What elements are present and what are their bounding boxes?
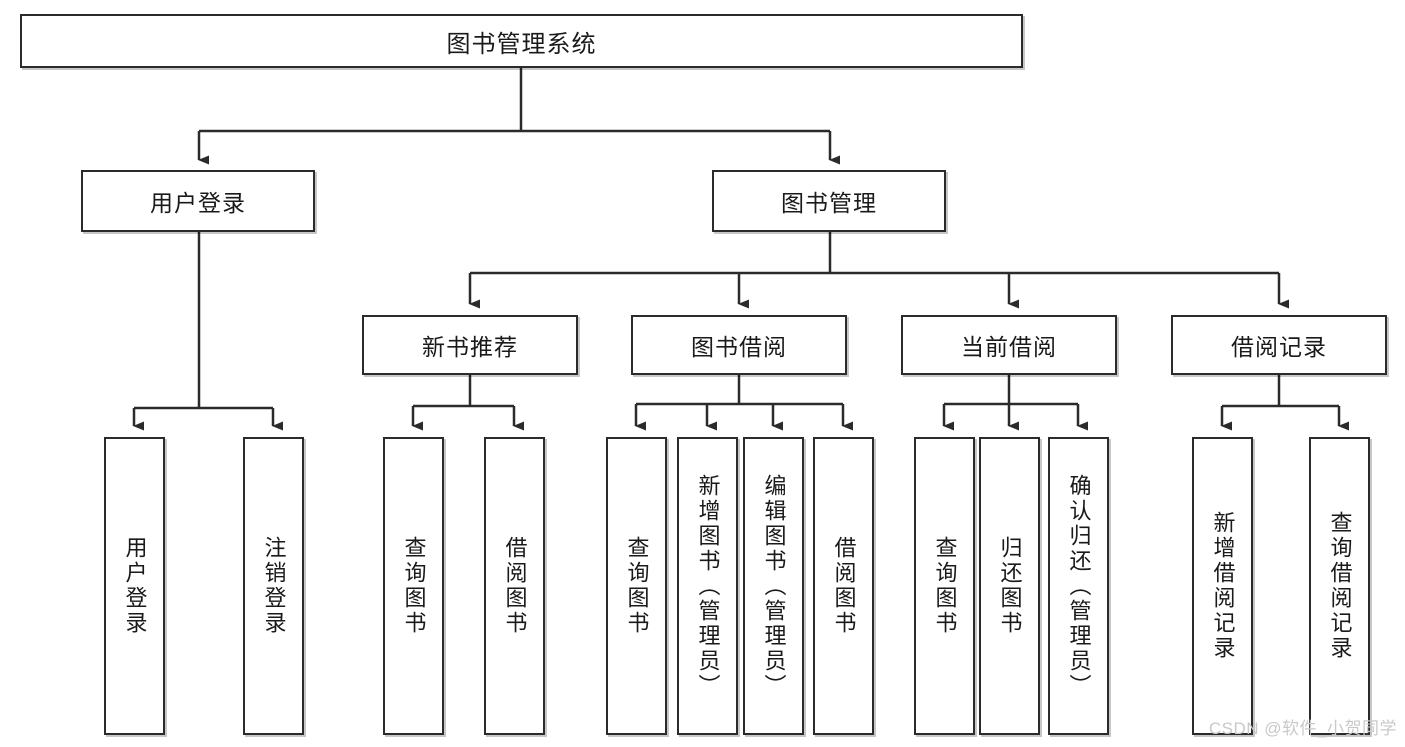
- node-label: 新增图书（管理员）: [695, 473, 721, 699]
- node-borrow-record[interactable]: 借阅记录: [1171, 315, 1387, 375]
- node-new-book-recommend[interactable]: 新书推荐: [362, 315, 578, 375]
- node-label: 查询图书: [401, 536, 427, 636]
- leaf-current-return-book[interactable]: 归还图书: [979, 437, 1040, 735]
- node-label: 查询图书: [624, 536, 650, 636]
- node-label: 新书推荐: [422, 334, 518, 360]
- leaf-borrow-add-book-admin[interactable]: 新增图书（管理员）: [677, 437, 738, 735]
- leaf-newbook-borrow-book[interactable]: 借阅图书: [484, 437, 545, 735]
- node-label: 用户登录: [150, 190, 246, 216]
- node-label: 查询借阅记录: [1327, 511, 1353, 661]
- leaf-newbook-query-book[interactable]: 查询图书: [383, 437, 444, 735]
- leaf-borrow-edit-book-admin[interactable]: 编辑图书（管理员）: [743, 437, 804, 735]
- leaf-user-logout[interactable]: 注销登录: [243, 437, 304, 735]
- leaf-borrow-query-book[interactable]: 查询图书: [606, 437, 667, 735]
- leaf-current-query-book[interactable]: 查询图书: [914, 437, 975, 735]
- node-label: 编辑图书（管理员）: [761, 473, 787, 699]
- node-root-system[interactable]: 图书管理系统: [20, 14, 1023, 68]
- node-label: 图书管理: [781, 190, 877, 216]
- node-label: 当前借阅: [961, 334, 1057, 360]
- node-label: 图书管理系统: [446, 30, 597, 58]
- node-label: 确认归还（管理员）: [1066, 473, 1092, 699]
- node-label: 图书借阅: [691, 334, 787, 360]
- node-label: 归还图书: [997, 536, 1023, 636]
- node-label: 新增借阅记录: [1210, 511, 1236, 661]
- node-user-login[interactable]: 用户登录: [81, 170, 315, 232]
- node-label: 注销登录: [261, 536, 287, 636]
- node-current-borrow[interactable]: 当前借阅: [901, 315, 1117, 375]
- node-label: 借阅图书: [502, 536, 528, 636]
- node-book-management[interactable]: 图书管理: [712, 170, 946, 232]
- node-book-borrow[interactable]: 图书借阅: [631, 315, 847, 375]
- leaf-user-login[interactable]: 用户登录: [104, 437, 165, 735]
- leaf-current-confirm-return-admin[interactable]: 确认归还（管理员）: [1048, 437, 1109, 735]
- node-label: 查询图书: [932, 536, 958, 636]
- leaf-borrow-borrow-book[interactable]: 借阅图书: [813, 437, 874, 735]
- leaf-record-query-record[interactable]: 查询借阅记录: [1309, 437, 1370, 735]
- node-label: 借阅记录: [1231, 334, 1327, 360]
- node-label: 借阅图书: [831, 536, 857, 636]
- node-label: 用户登录: [122, 536, 148, 636]
- leaf-record-add-record[interactable]: 新增借阅记录: [1192, 437, 1253, 735]
